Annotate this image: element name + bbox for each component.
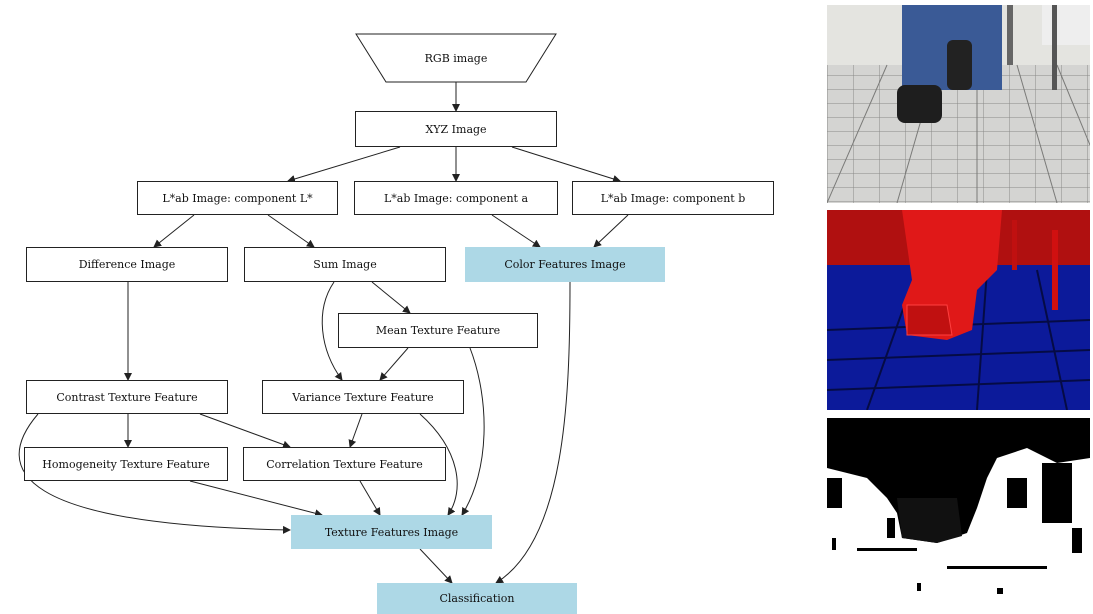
edge-contrast-texfeat [18,413,291,534]
node-xyz-image: XYZ Image [355,111,557,147]
node-lab-component-a: L*ab Image: component a [354,181,558,215]
rgb-trapezoid [355,33,557,83]
edge-lstar-diff [153,214,195,248]
edge-sum-variance [321,281,343,381]
node-correlation-texture-feature: Correlation Texture Feature [243,447,446,481]
result-images-column [827,5,1090,610]
lab-color-map [827,210,1090,410]
edge-homog-texfeat [189,480,323,518]
edge-variance-texfeat [419,413,458,516]
node-variance-texture-feature: Variance Texture Feature [262,380,464,414]
original-photo [827,5,1090,203]
edge-variance-corr [348,413,363,448]
node-texture-features-image: Texture Features Image [291,515,492,549]
node-classification: Classification [377,583,577,614]
flowchart-diagram: RGB image XYZ Image L*ab Image: componen… [18,33,774,614]
binary-classification-mask [827,418,1090,610]
node-mean-texture-feature: Mean Texture Feature [338,313,538,348]
node-homogeneity-texture-feature: Homogeneity Texture Feature [24,447,228,481]
edge-corr-texfeat [359,480,381,516]
node-lab-component-l: L*ab Image: component L* [137,181,338,215]
edge-mean-texfeat [461,347,485,516]
node-lab-component-b: L*ab Image: component b [572,181,774,215]
edge-bcomp-colorfeat [593,214,629,248]
edge-xyz-lstar [287,146,401,183]
node-contrast-texture-feature: Contrast Texture Feature [26,380,228,414]
edge-acomp-colorfeat [491,214,541,248]
edge-xyz-bcomp [511,146,621,183]
node-color-features-image: Color Features Image [465,247,665,282]
edge-colorfeat-classif [495,281,571,584]
node-rgb-image: RGB image [424,51,488,65]
edge-sum-mean [371,281,411,314]
node-difference-image: Difference Image [26,247,228,282]
flowchart-edges [18,33,629,584]
edge-mean-variance [379,347,409,381]
edge-contrast-corr [199,413,291,449]
edge-lstar-sum [267,214,315,248]
edge-texfeat-classif [419,548,453,584]
node-sum-image: Sum Image [244,247,446,282]
